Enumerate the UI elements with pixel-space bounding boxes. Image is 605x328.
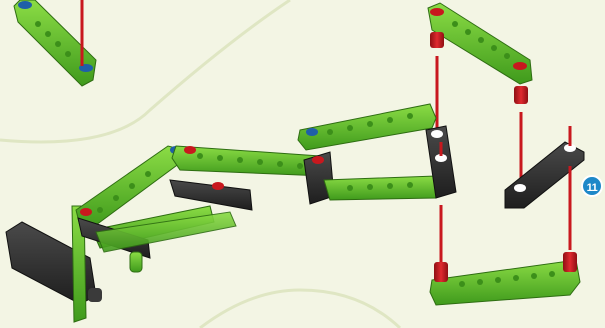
- beam-top-left: [14, 0, 96, 86]
- blue-peg-icon: [18, 1, 32, 9]
- beam-lower-right: [430, 205, 580, 305]
- red-peg-icon: [80, 208, 92, 216]
- beam-assembly-main: [6, 104, 456, 322]
- red-peg-icon: [430, 8, 444, 16]
- black-connector-icon: [88, 288, 102, 302]
- peg-hole-icon: [514, 184, 526, 192]
- red-connector-icon: [434, 262, 448, 282]
- red-connector-icon: [563, 252, 577, 272]
- beam-black-small-right: [505, 126, 584, 250]
- guide-curve-lower: [200, 290, 400, 328]
- step-number-badge: 11: [581, 175, 603, 197]
- red-peg-icon: [513, 62, 527, 70]
- blue-peg-icon: [306, 128, 318, 136]
- red-connector-icon: [430, 32, 444, 48]
- red-peg-icon: [212, 182, 224, 190]
- red-peg-icon: [184, 146, 196, 154]
- peg-hole-icon: [431, 130, 443, 138]
- red-connector-icon: [514, 86, 528, 104]
- red-peg-icon: [312, 156, 324, 164]
